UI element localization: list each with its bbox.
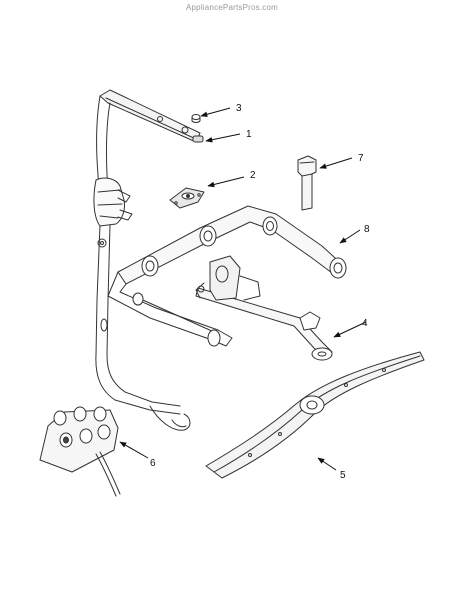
leader-arrow-2 bbox=[207, 176, 245, 188]
part-5-spray-arm bbox=[205, 351, 425, 479]
leader-arrow-6 bbox=[119, 441, 149, 459]
part-6-diverter-housing bbox=[39, 406, 121, 497]
callout-6: 6 bbox=[150, 458, 156, 469]
part-3-cap bbox=[191, 114, 201, 123]
leader-arrow-4 bbox=[333, 321, 367, 338]
leader-arrow-7 bbox=[319, 157, 353, 169]
callout-8: 8 bbox=[364, 224, 370, 235]
callout-2: 2 bbox=[250, 170, 256, 181]
part-4-spray-tube bbox=[195, 255, 333, 361]
part-8-rack-frame bbox=[107, 205, 347, 347]
callout-5: 5 bbox=[340, 470, 346, 481]
callout-1: 1 bbox=[246, 129, 252, 140]
callout-7: 7 bbox=[358, 153, 364, 164]
leader-arrow-5 bbox=[317, 457, 337, 471]
leader-arrow-8 bbox=[339, 229, 361, 244]
watermark: AppliancePartsPros.com bbox=[186, 3, 278, 12]
part-2-hub bbox=[169, 187, 205, 209]
callout-4: 4 bbox=[362, 318, 368, 329]
callout-3: 3 bbox=[236, 103, 242, 114]
supply-tube-part bbox=[93, 89, 201, 431]
part-7-clip bbox=[297, 155, 317, 211]
leader-arrow-1 bbox=[205, 133, 241, 143]
leader-arrow-3 bbox=[200, 107, 231, 118]
part-1-nozzle bbox=[192, 135, 204, 143]
